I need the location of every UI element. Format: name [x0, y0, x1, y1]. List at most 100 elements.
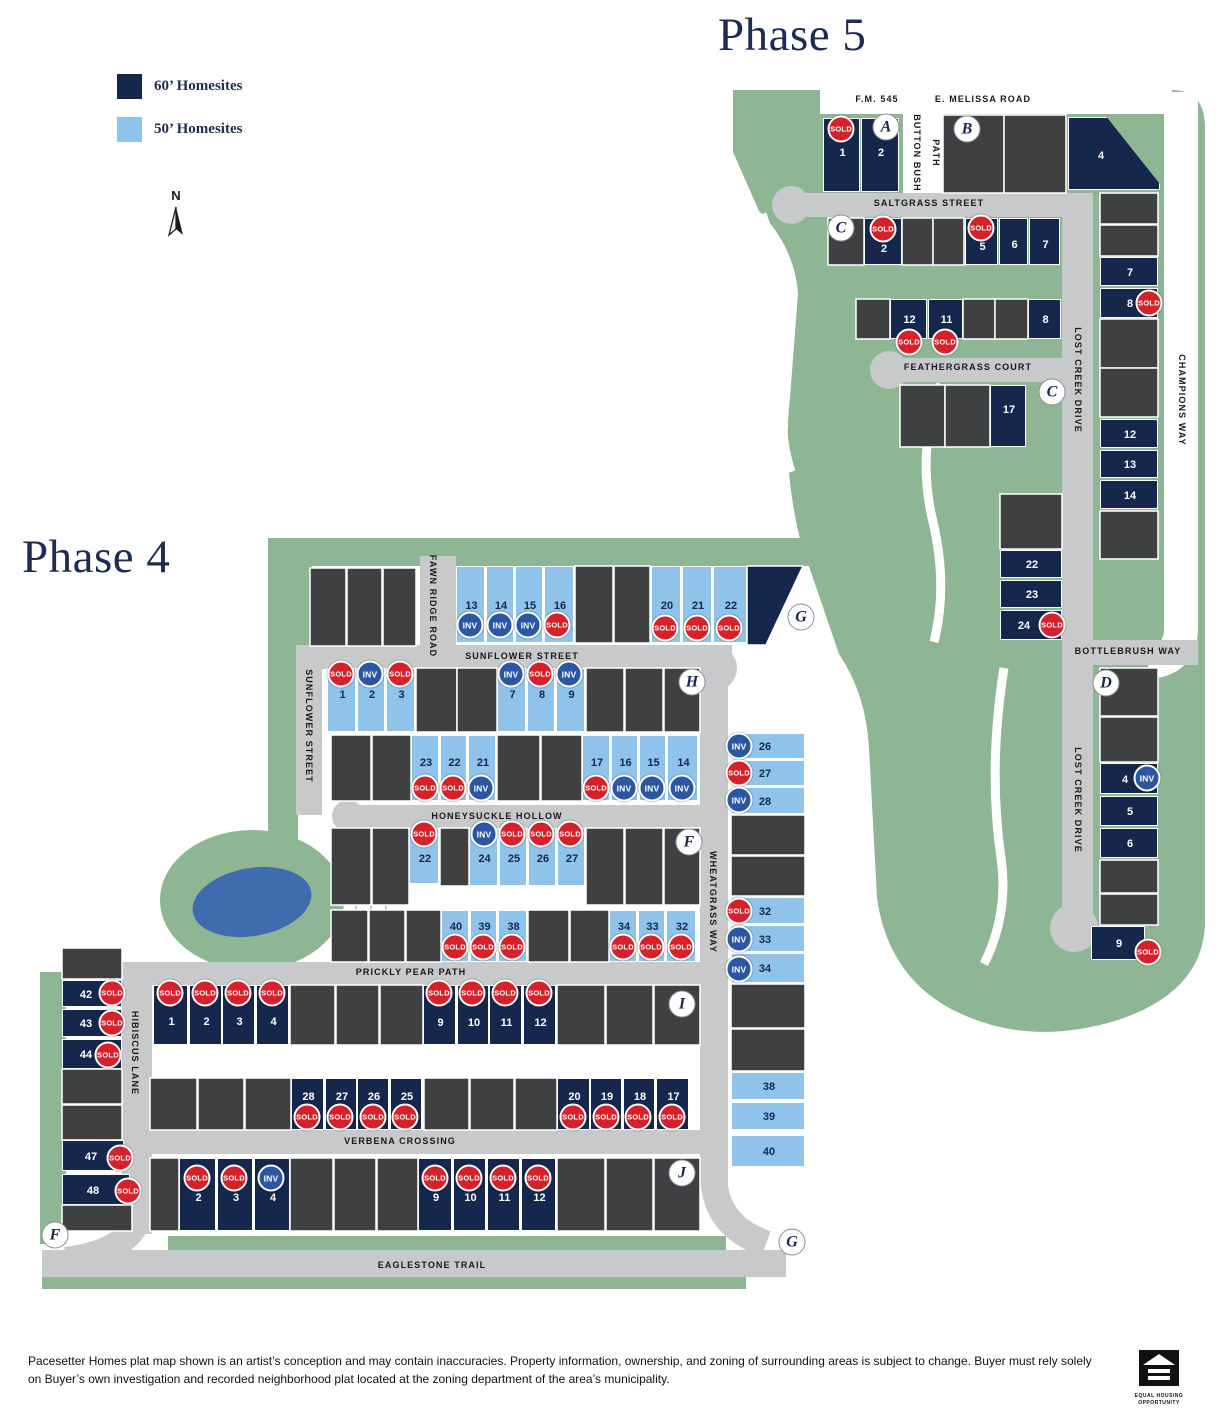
sold-badge-phase4-27: SOLD [326, 1103, 354, 1131]
sold-badge-phase5-8: SOLD [1135, 289, 1163, 317]
sold-badge-phase4-39: SOLD [469, 933, 497, 961]
lot-phase5-5[interactable]: 5 [1100, 796, 1158, 826]
lot-number: 38 [762, 1081, 776, 1093]
section-marker-H: H [678, 668, 706, 696]
lot-number: 33 [758, 933, 772, 946]
sold-badge-phase4-17: SOLD [658, 1103, 686, 1131]
sold-badge-phase4-10: SOLD [458, 979, 486, 1007]
lot-number: 32 [758, 905, 772, 918]
lot-phase4-40[interactable]: 40 [731, 1135, 805, 1167]
lot-phase5-13[interactable]: 13 [1100, 450, 1158, 478]
lot-number: 22 [418, 853, 432, 865]
lot-number: 3 [232, 1192, 240, 1204]
lot-number: 4 [1121, 773, 1129, 786]
lot-number: 17 [590, 757, 604, 769]
lot-number: 4 [270, 1016, 277, 1028]
lot-phase5-22[interactable]: 22 [1000, 550, 1062, 578]
inventory-badge-phase4-34: INV [725, 955, 753, 983]
lot-number: 22 [724, 600, 738, 612]
lot-number: 27 [565, 853, 579, 865]
street-label-verbena-crossing: VERBENA CROSSING [344, 1136, 456, 1146]
lot-number: 7 [1126, 266, 1134, 279]
sold-badge-phase5-5: SOLD [967, 214, 995, 242]
lot-phase5-7[interactable]: 7 [1100, 257, 1158, 286]
lot-number: 42 [79, 988, 93, 1001]
lot-phase5-6[interactable]: 6 [1100, 828, 1158, 858]
lot-number: 39 [762, 1111, 776, 1123]
lot-number: 7 [1042, 239, 1049, 251]
section-marker-A: A [872, 113, 900, 141]
street-label-sunflower-street: SUNFLOWER STREET [304, 669, 314, 783]
lot-number: 19 [600, 1091, 614, 1103]
lot-number: 12 [533, 1192, 546, 1204]
lot-number: 33 [646, 921, 659, 933]
lot-phase5-14[interactable]: 14 [1100, 480, 1158, 509]
navy-homesite-swatch [117, 74, 142, 99]
inventory-badge-phase4-33: INV [725, 925, 753, 953]
section-marker-B: B [953, 115, 981, 143]
lot-phase4-39[interactable]: 39 [731, 1102, 805, 1130]
inventory-badge-phase4-26: INV [725, 732, 753, 760]
sold-badge-phase4-9: SOLD [421, 1164, 449, 1192]
lot-number: 25 [507, 853, 521, 865]
lot-phase5-12[interactable]: 12 [1100, 419, 1158, 448]
section-marker-J: J [668, 1159, 696, 1187]
lot-number: 27 [758, 768, 772, 780]
inventory-badge-phase4-14: INV [486, 611, 514, 639]
lot-number: 40 [449, 921, 463, 933]
legend-item: 50’ Homesites [117, 117, 242, 142]
phase4-title: Phase 4 [22, 531, 171, 583]
section-marker-F: F [41, 1221, 69, 1249]
lot-number: 10 [464, 1192, 477, 1204]
street-label-path: PATH [931, 139, 941, 167]
equal-housing-logo: EQUAL HOUSING OPPORTUNITY [1133, 1350, 1185, 1406]
lot-number: 20 [568, 1091, 581, 1103]
sold-badge-phase4-27: SOLD [725, 759, 753, 787]
lot-number: 15 [523, 600, 537, 612]
phase5-title: Phase 5 [718, 9, 867, 61]
inventory-badge-phase4-28: INV [725, 786, 753, 814]
sold-badge-phase4-8: SOLD [526, 660, 554, 688]
sold-badge-phase4-12: SOLD [525, 979, 553, 1007]
lot-number: 24 [1017, 620, 1031, 632]
lot-number: 16 [553, 600, 567, 612]
lot-phase5-8[interactable]: 8 [1028, 299, 1061, 339]
sold-badge-phase4-16: SOLD [543, 611, 571, 639]
lot-number: 2 [203, 1016, 210, 1028]
sold-badge-phase4-11: SOLD [491, 979, 519, 1007]
lot-number: 43 [79, 1018, 93, 1030]
street-label-button-bush: BUTTON BUSH [912, 114, 922, 192]
sold-badge-phase4-17: SOLD [582, 774, 610, 802]
lot-number: 38 [507, 921, 520, 933]
disclaimer-text: Pacesetter Homes plat map shown is an ar… [28, 1354, 1092, 1386]
lot-number: 22 [448, 757, 461, 769]
sold-badge-phase5-24: SOLD [1038, 611, 1066, 639]
sold-badge-phase4-3: SOLD [220, 1164, 248, 1192]
street-label-prickly-pear-path: PRICKLY PEAR PATH [355, 967, 467, 977]
lot-number: 2 [880, 243, 888, 255]
lot-phase4-38[interactable]: 38 [731, 1072, 805, 1100]
inventory-badge-phase4-14: INV [668, 774, 696, 802]
lot-phase5-17[interactable]: 17 [990, 385, 1026, 447]
lot-number: 23 [419, 757, 433, 769]
sold-badge-phase5-9: SOLD [1134, 938, 1162, 966]
street-label-saltgrass-street: SALTGRASS STREET [873, 198, 985, 208]
section-marker-I: I [668, 990, 696, 1018]
inventory-badge-phase4-7: INV [497, 660, 525, 688]
sold-badge-phase4-3: SOLD [386, 660, 414, 688]
inventory-badge-phase4-16: INV [610, 774, 638, 802]
lot-phase5-23[interactable]: 23 [1000, 580, 1062, 608]
sold-badge-phase4-21: SOLD [683, 614, 711, 642]
sold-badge-phase4-1: SOLD [156, 979, 184, 1007]
section-marker-C: C [827, 214, 855, 242]
lot-phase5-6[interactable]: 6 [999, 218, 1028, 265]
phase4-roads [42, 556, 786, 1277]
inventory-badge-phase4-4: INV [257, 1164, 285, 1192]
inventory-badge-phase4-24: INV [470, 820, 498, 848]
lot-phase5-7[interactable]: 7 [1029, 218, 1060, 265]
sold-badge-phase4-27: SOLD [556, 820, 584, 848]
lot-number: 20 [660, 600, 674, 612]
sold-badge-phase4-34: SOLD [609, 933, 637, 961]
